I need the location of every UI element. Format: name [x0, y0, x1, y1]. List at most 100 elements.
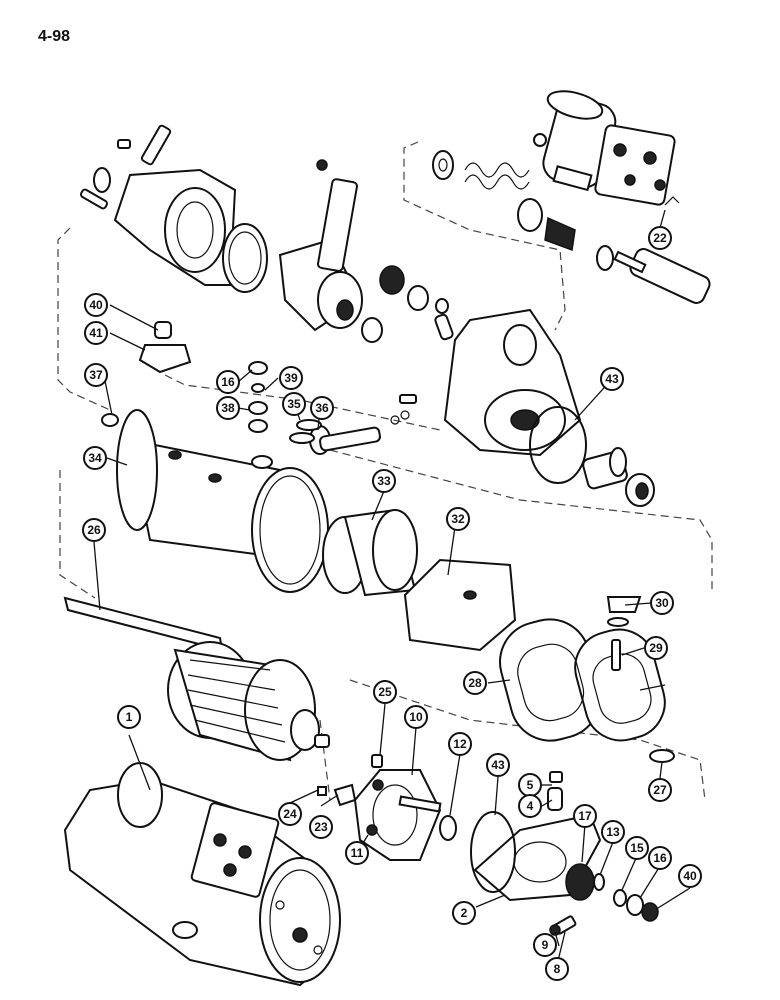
callout-circle [625, 836, 649, 860]
callout-11: 11 [345, 841, 369, 865]
callout-label: 13 [606, 825, 620, 839]
callout-4: 4 [518, 794, 542, 818]
callout-circle [216, 396, 240, 420]
callout-label: 30 [655, 596, 669, 610]
callout-circle [648, 226, 672, 250]
callout-39: 39 [279, 366, 303, 390]
callout-label: 40 [89, 298, 103, 312]
callout-circle [282, 392, 306, 416]
callout-circle [84, 293, 108, 317]
callout-label: 4 [527, 799, 534, 813]
callout-30: 30 [650, 591, 674, 615]
callout-circle [372, 469, 396, 493]
callout-36: 36 [310, 396, 334, 420]
callout-circle [650, 591, 674, 615]
callout-16: 16 [648, 846, 672, 870]
o-ring-and-bushings [529, 406, 655, 507]
solenoid-assembly [533, 90, 676, 206]
callout-40: 40 [84, 293, 108, 317]
callout-label: 35 [287, 397, 301, 411]
callout-8: 8 [545, 957, 569, 981]
callout-label: 17 [578, 809, 592, 823]
callout-label: 9 [542, 938, 549, 952]
callout-26: 26 [82, 518, 106, 542]
callout-label: 5 [527, 778, 534, 792]
callout-label: 12 [453, 737, 467, 751]
pole-shoe-and-insulator [322, 508, 517, 652]
callout-label: 39 [284, 371, 298, 385]
callout-41: 41 [84, 321, 108, 345]
callout-circle [82, 518, 106, 542]
brush-plate [317, 754, 442, 861]
callout-circle [84, 363, 108, 387]
callout-43: 43 [486, 753, 510, 777]
callout-label: 43 [491, 758, 505, 772]
callout-40: 40 [678, 864, 702, 888]
armature [63, 596, 330, 762]
callout-circle [644, 636, 668, 660]
callout-33: 33 [372, 469, 396, 493]
callout-circle [573, 804, 597, 828]
callout-circle [678, 864, 702, 888]
callout-circle [486, 753, 510, 777]
callout-16: 16 [216, 370, 240, 394]
callout-10: 10 [404, 705, 428, 729]
callout-23: 23 [309, 815, 333, 839]
callout-24: 24 [278, 802, 302, 826]
callout-circle [600, 367, 624, 391]
callout-circle [310, 396, 334, 420]
callout-label: 22 [653, 231, 667, 245]
callout-label: 23 [314, 820, 328, 834]
callout-label: 10 [409, 710, 423, 724]
callout-circle [216, 370, 240, 394]
callout-circle [648, 846, 672, 870]
callout-label: 15 [630, 841, 644, 855]
callout-circle [83, 446, 107, 470]
callout-circle [345, 841, 369, 865]
callout-circle [545, 957, 569, 981]
callout-1: 1 [117, 705, 141, 729]
callout-28: 28 [463, 671, 487, 695]
callout-label: 16 [221, 375, 235, 389]
callout-13: 13 [601, 820, 625, 844]
drive-pinion-assembly [222, 159, 454, 343]
callout-circle [518, 794, 542, 818]
callout-label: 27 [653, 783, 667, 797]
callout-circle [84, 321, 108, 345]
field-frame [116, 409, 329, 593]
callout-circle [463, 671, 487, 695]
callout-label: 32 [451, 512, 465, 526]
callout-2: 2 [452, 901, 476, 925]
callout-circle [373, 680, 397, 704]
callout-circle [404, 705, 428, 729]
assembly-guide-lines [57, 141, 713, 801]
callout-circle [601, 820, 625, 844]
callout-43: 43 [600, 367, 624, 391]
callout-label: 16 [653, 851, 667, 865]
callout-circle [279, 366, 303, 390]
callout-label: 24 [283, 807, 297, 821]
callout-15: 15 [625, 836, 649, 860]
callout-circle [648, 778, 672, 802]
page-number: 4-98 [38, 28, 71, 45]
callout-38: 38 [216, 396, 240, 420]
drive-housing [79, 124, 237, 286]
assembled-starter [63, 762, 341, 987]
callout-label: 36 [315, 401, 329, 415]
commutator-end-frame [439, 749, 675, 936]
callout-22: 22 [648, 226, 672, 250]
callout-circle [117, 705, 141, 729]
intermediate-housing [309, 308, 582, 457]
callout-label: 2 [461, 906, 468, 920]
callout-9: 9 [533, 933, 557, 957]
callout-label: 34 [88, 451, 102, 465]
callout-label: 41 [89, 326, 103, 340]
callout-circle [533, 933, 557, 957]
callout-label: 29 [649, 641, 663, 655]
small-hardware-left [101, 321, 322, 444]
callout-label: 37 [89, 368, 103, 382]
callout-12: 12 [448, 732, 472, 756]
callout-label: 11 [351, 846, 364, 860]
